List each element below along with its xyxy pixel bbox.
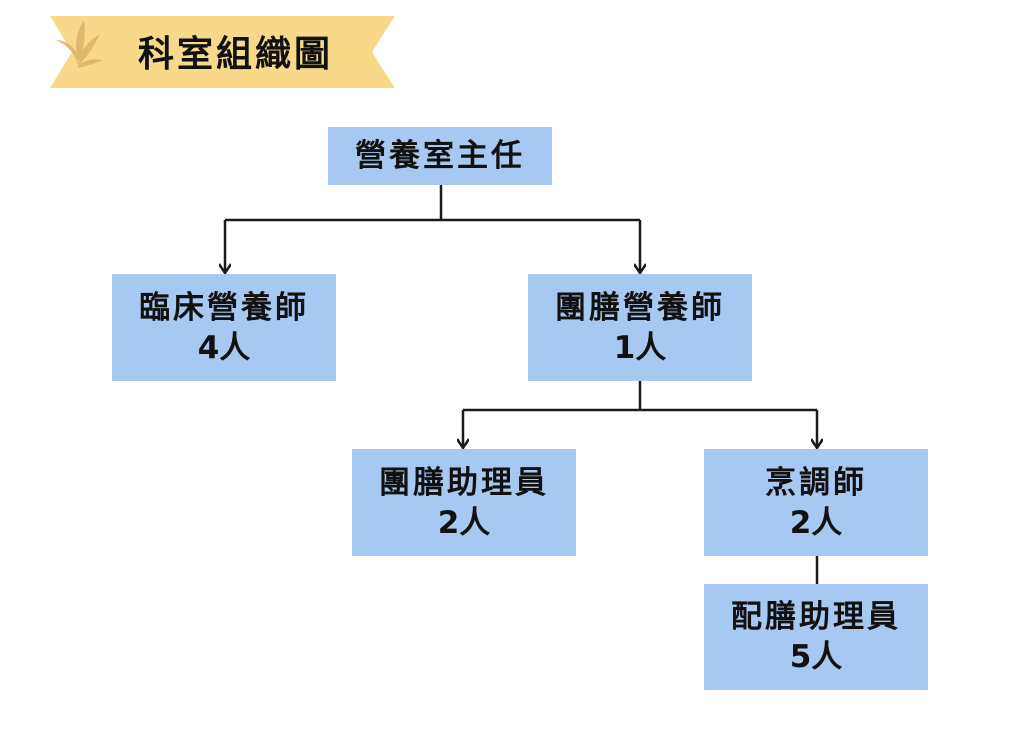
- leaf-icon: [56, 20, 104, 68]
- node-cook-role: 烹調師: [765, 464, 867, 501]
- node-food-assistant-role: 團膳助理員: [379, 464, 549, 501]
- page-title: 科室組織圖: [138, 33, 334, 75]
- node-foodservice: 團膳營養師 1人: [528, 274, 752, 381]
- node-food-assistant: 團膳助理員 2人: [352, 449, 576, 556]
- node-cook: 烹調師 2人: [704, 449, 928, 556]
- node-foodservice-count: 1人: [613, 329, 667, 366]
- node-director-role: 營養室主任: [355, 138, 525, 174]
- node-foodservice-role: 團膳營養師: [555, 289, 725, 326]
- banner-shape: [50, 16, 395, 88]
- title-banner: 科室組織圖: [50, 16, 395, 88]
- node-meal-assistant-count: 5人: [789, 639, 843, 675]
- node-clinical-count: 4人: [197, 329, 251, 366]
- node-meal-assistant-role: 配膳助理員: [731, 599, 901, 635]
- node-food-assistant-count: 2人: [437, 504, 491, 541]
- node-cook-count: 2人: [789, 504, 843, 541]
- node-meal-assistant: 配膳助理員 5人: [704, 584, 928, 690]
- node-clinical: 臨床營養師 4人: [112, 274, 336, 381]
- node-clinical-role: 臨床營養師: [139, 289, 309, 326]
- node-director: 營養室主任: [328, 127, 552, 185]
